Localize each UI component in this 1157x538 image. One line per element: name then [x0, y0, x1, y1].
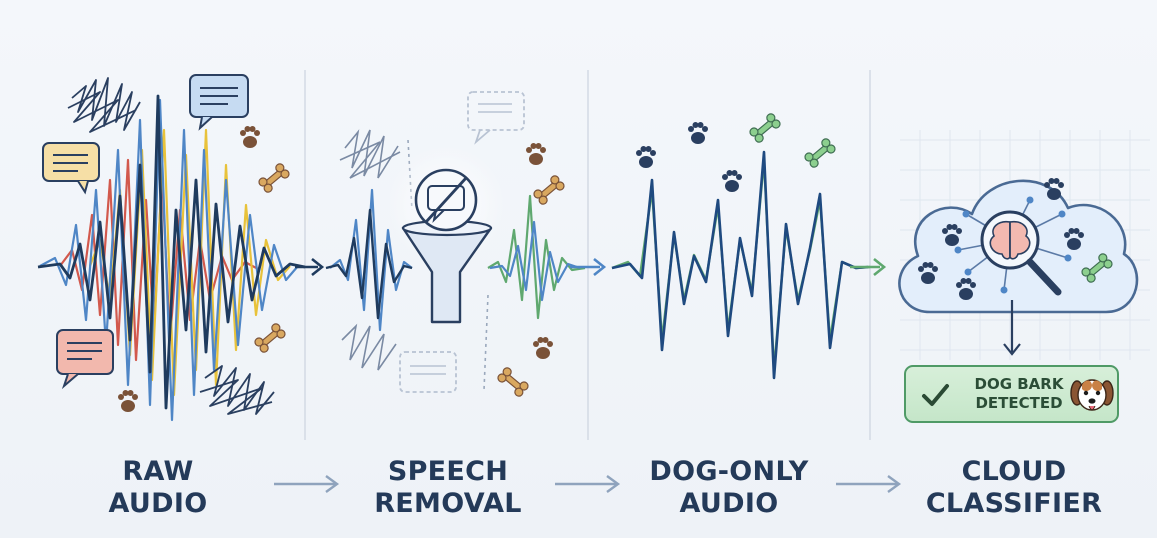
stage-label-line1: CLOUD: [961, 456, 1067, 487]
speech-bubble-icon: [399, 351, 457, 393]
scribble-noise-icon: [339, 141, 401, 179]
scribble-noise-icon: [199, 379, 273, 415]
speech-removal-panel: [325, 91, 607, 399]
stage-label-cloud-classifier: CLOUD CLASSIFIER: [914, 456, 1114, 520]
paw-print-icon: [688, 122, 708, 144]
stage-label-line1: DOG-ONLY: [649, 456, 809, 487]
scribble-noise-icon: [204, 365, 275, 415]
speech-bubble-icon: [56, 329, 114, 390]
arrow-right-icon: [836, 475, 902, 493]
stage-label-line2: REMOVAL: [374, 488, 522, 519]
dog-waveform: [611, 150, 869, 380]
arrow-right-icon: [555, 475, 621, 493]
arrow-right-icon: [593, 257, 607, 277]
no-speech-icon: [414, 168, 478, 232]
speech-bubble-icon: [189, 74, 249, 131]
raw-waveform-dark: [37, 94, 306, 410]
stage-label-dog-only-audio: DOG-ONLY AUDIO: [629, 456, 829, 520]
brain-magnifier-icon: [980, 210, 1062, 296]
scribble-noise-icon: [341, 323, 397, 371]
stage-label-line2: CLASSIFIER: [925, 488, 1103, 519]
paw-print-icon: [636, 146, 656, 168]
dog-bark-detected-badge: DOG BARK DETECTED: [904, 365, 1119, 423]
badge-label-line2: DETECTED: [975, 394, 1063, 412]
speech-bubble-icon: [467, 91, 525, 145]
paw-print-icon: [118, 390, 138, 412]
noise-trace: [483, 294, 489, 391]
dog-only-audio-panel: [611, 111, 887, 380]
bone-icon: [531, 173, 567, 207]
bone-icon: [252, 321, 288, 355]
stage-label-line2: AUDIO: [679, 488, 779, 519]
paw-print-icon: [533, 337, 553, 359]
bone-icon: [802, 136, 838, 170]
badge-label-line1: DOG BARK: [974, 375, 1064, 393]
stage-label-speech-removal: SPEECH REMOVAL: [348, 456, 548, 520]
output-waveform: [489, 220, 581, 302]
network-nodes: [954, 196, 1072, 294]
stage-label-line1: RAW: [122, 456, 194, 487]
checkmark-icon: [922, 384, 949, 406]
raw-waveform-blue: [39, 98, 299, 422]
scribble-noise-icon: [67, 91, 137, 133]
bone-icon: [256, 161, 292, 195]
arrow-right-icon: [274, 475, 340, 493]
output-waveform: [487, 194, 586, 320]
input-waveform: [325, 208, 413, 320]
bone-icon: [495, 365, 531, 399]
bone-icon: [747, 111, 783, 145]
dog-face-icon: [1070, 379, 1114, 411]
stage-label-line2: AUDIO: [108, 488, 208, 519]
scribble-noise-icon: [344, 129, 399, 179]
cloud-classifier-panel: [898, 178, 1139, 356]
scribble-noise-icon: [71, 77, 141, 131]
paw-print-icon: [526, 143, 546, 165]
speech-bubble-icon: [42, 142, 100, 195]
arrow-down-icon: [1003, 343, 1021, 356]
paw-print-icon: [240, 126, 260, 148]
badge-label: DOG BARK DETECTED: [960, 375, 1078, 413]
stage-label-line1: SPEECH: [387, 456, 509, 487]
arrow-right-icon: [311, 257, 325, 277]
stage-label-raw-audio: RAW AUDIO: [58, 456, 258, 520]
raw-audio-panel: [37, 74, 325, 422]
arrow-right-icon: [873, 257, 887, 277]
paw-print-icon: [722, 170, 742, 192]
